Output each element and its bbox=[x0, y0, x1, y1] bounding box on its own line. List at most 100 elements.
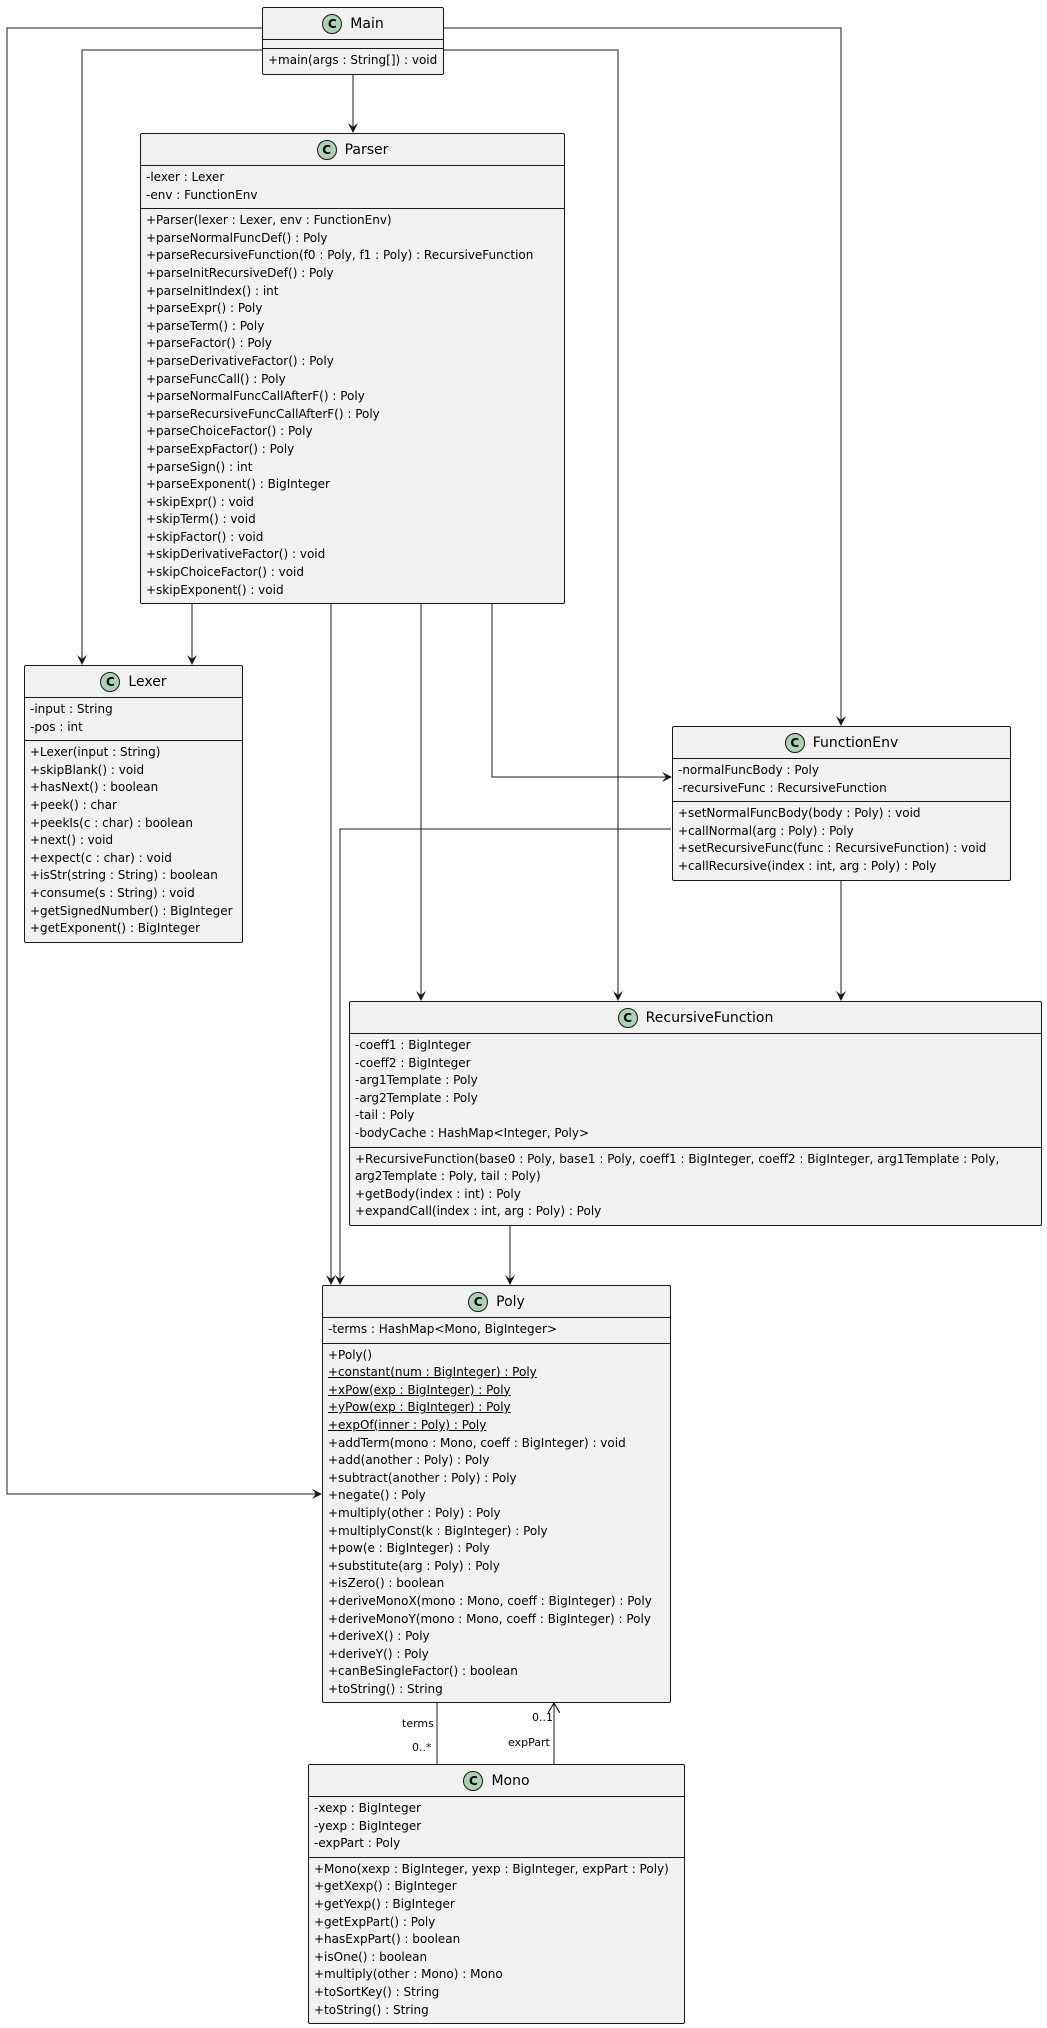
class-name: Parser bbox=[344, 141, 389, 158]
class-name: Main bbox=[350, 15, 384, 32]
class-method: +parseFuncCall() : Poly bbox=[146, 371, 286, 386]
edge-main-lexer bbox=[77, 49, 262, 665]
class-method: +skipChoiceFactor() : void bbox=[146, 565, 305, 580]
class-method: +isOne() : boolean bbox=[314, 1949, 428, 1964]
class-attributes: -lexer : Lexer-env : FunctionEnv bbox=[141, 165, 564, 208]
association-multiplicity-exppart: 0..1 bbox=[532, 1711, 553, 1724]
class-method: +parseInitRecursiveDef() : Poly bbox=[146, 265, 334, 280]
class-method: +callNormal(arg : Poly) : Poly bbox=[678, 823, 854, 838]
class-method: +yPow(exp : BigInteger) : Poly bbox=[328, 1400, 511, 1415]
class-name: RecursiveFunction bbox=[645, 1009, 774, 1026]
class-attributes: -normalFuncBody : Poly -recursiveFunc : R… bbox=[673, 758, 1010, 801]
class-method: +RecursiveFunction(base0 : Poly, base1 :… bbox=[355, 1151, 1000, 1184]
class-method: +parseTerm() : Poly bbox=[146, 318, 265, 333]
class-attribute: -arg2Template : Poly bbox=[355, 1090, 478, 1105]
class-method: +parseExponent() : BigInteger bbox=[146, 477, 330, 492]
class-method: +skipBlank() : void bbox=[30, 762, 145, 777]
class-attributes: -xexp : BigInteger-yexp : BigInteger-exp… bbox=[309, 1796, 684, 1857]
class-name: Mono bbox=[491, 1772, 530, 1789]
class-attribute: -input : String bbox=[30, 702, 113, 716]
class-method: +parseRecursiveFunction(f0 : Poly, f1 : … bbox=[146, 248, 534, 263]
class-attribute: -coeff1 : BigInteger bbox=[355, 1038, 471, 1052]
class-method: +skipTerm() : void bbox=[146, 512, 256, 527]
class-method: +skipExpr() : void bbox=[146, 494, 254, 509]
class-name: Lexer bbox=[128, 673, 167, 690]
class-header: C Mono bbox=[309, 1765, 684, 1796]
class-attributes bbox=[263, 39, 443, 48]
class-icon: C bbox=[316, 139, 337, 160]
class-name: Poly bbox=[496, 1293, 525, 1310]
class-header: C Lexer bbox=[25, 666, 242, 697]
class-methods: +Poly()+constant(num : BigInteger) : Pol… bbox=[323, 1342, 670, 1703]
class-method: +consume(s : String) : void bbox=[30, 885, 195, 900]
class-attribute: -bodyCache : HashMap<Integer, Poly> bbox=[355, 1125, 590, 1140]
class-method: +isStr(string : String) : boolean bbox=[30, 868, 218, 883]
edge-main-recursivefunction bbox=[444, 49, 623, 1001]
class-attribute: -pos : int bbox=[30, 719, 83, 734]
class-icon: C bbox=[617, 1007, 638, 1028]
class-method: +toString() : String bbox=[328, 1681, 443, 1696]
class-method: +getBody(index : int) : Poly bbox=[355, 1186, 521, 1201]
class-method: +deriveMonoX(mono : Mono, coeff : BigInt… bbox=[328, 1593, 652, 1608]
class-method: +substitute(arg : Poly) : Poly bbox=[328, 1558, 500, 1573]
class-icon: C bbox=[322, 13, 343, 34]
class-method: +parseChoiceFactor() : Poly bbox=[146, 424, 313, 439]
class-icon: C bbox=[100, 671, 121, 692]
class-method: +deriveX() : Poly bbox=[328, 1629, 430, 1644]
association-role-terms: terms bbox=[402, 1717, 434, 1730]
class-attribute: -expPart : Poly bbox=[314, 1836, 401, 1851]
class-methods: +Parser(lexer : Lexer, env : FunctionEnv… bbox=[141, 208, 564, 603]
class-method: +Lexer(input : String) bbox=[30, 745, 161, 760]
class-method: +hasNext() : boolean bbox=[30, 780, 159, 795]
class-method: +expOf(inner : Poly) : Poly bbox=[328, 1417, 487, 1432]
class-method: +parseNormalFuncDef() : Poly bbox=[146, 230, 328, 245]
class-method: +isZero() : boolean bbox=[328, 1576, 445, 1591]
class-methods: +RecursiveFunction(base0 : Poly, base1 :… bbox=[350, 1146, 1041, 1225]
association-role-exppart: expPart bbox=[508, 1736, 550, 1749]
class-icon: C bbox=[468, 1291, 489, 1312]
class-method: +deriveMonoY(mono : Mono, coeff : BigInt… bbox=[328, 1611, 651, 1626]
class-name: FunctionEnv bbox=[812, 734, 899, 751]
class-method: +parseFactor() : Poly bbox=[146, 336, 272, 351]
class-method: +expect(c : char) : void bbox=[30, 850, 172, 865]
class-method: +Poly() bbox=[328, 1347, 373, 1362]
class-method: +callRecursive(index : int, arg : Poly) … bbox=[678, 858, 937, 873]
class-method: +parseExpr() : Poly bbox=[146, 301, 263, 316]
class-method: +Mono(xexp : BigInteger, yexp : BigInteg… bbox=[314, 1861, 669, 1876]
class-method: +parseInitIndex() : int bbox=[146, 283, 279, 298]
class-method: +getXexp() : BigInteger bbox=[314, 1879, 457, 1894]
class-attribute: -xexp : BigInteger bbox=[314, 1801, 421, 1815]
class-method: +parseExpFactor() : Poly bbox=[146, 441, 295, 456]
class-attribute: -recursiveFunc : RecursiveFunction bbox=[678, 780, 887, 795]
edge-parser-functionenv bbox=[491, 604, 672, 782]
class-method: +setNormalFuncBody(body : Poly) : void bbox=[678, 806, 921, 821]
class-method: +getExponent() : BigInteger bbox=[30, 921, 201, 936]
class-method: +Parser(lexer : Lexer, env : FunctionEnv… bbox=[146, 213, 392, 228]
edge-main-poly bbox=[6, 27, 322, 1499]
class-icon: C bbox=[463, 1770, 484, 1791]
class-method: +hasExpPart() : boolean bbox=[314, 1932, 461, 1947]
class-method: +xPow(exp : BigInteger) : Poly bbox=[328, 1382, 511, 1397]
class-attribute: -arg1Template : Poly bbox=[355, 1073, 478, 1088]
class-method: +subtract(another : Poly) : Poly bbox=[328, 1470, 517, 1485]
class-attribute: -env : FunctionEnv bbox=[146, 187, 258, 202]
class-method: +canBeSingleFactor() : boolean bbox=[328, 1664, 518, 1679]
class-mono: C Mono -xexp : BigInteger-yexp : BigIntege… bbox=[308, 1764, 685, 2025]
class-header: C Poly bbox=[323, 1286, 670, 1317]
class-method: +parseNormalFuncCallAfterF() : Poly bbox=[146, 389, 365, 404]
class-attribute: -normalFuncBody : Poly bbox=[678, 763, 819, 777]
class-method: +parseSign() : int bbox=[146, 459, 253, 474]
class-method: +next() : void bbox=[30, 833, 114, 848]
class-method: +toSortKey() : String bbox=[314, 1984, 440, 1999]
class-methods: +setNormalFuncBody(body : Poly) : void +c… bbox=[673, 801, 1010, 879]
class-method: +addTerm(mono : Mono, coeff : BigInteger… bbox=[328, 1435, 626, 1450]
class-method: +parseRecursiveFuncCallAfterF() : Poly bbox=[146, 406, 380, 421]
class-method: +setRecursiveFunc(func : RecursiveFuncti… bbox=[678, 841, 987, 856]
class-poly: C Poly -terms : HashMap<Mono, BigInteger> +… bbox=[322, 1285, 671, 1704]
class-attributes: -input : String -pos : int bbox=[25, 697, 242, 740]
class-attribute: -terms : HashMap<Mono, BigInteger> bbox=[328, 1322, 558, 1336]
